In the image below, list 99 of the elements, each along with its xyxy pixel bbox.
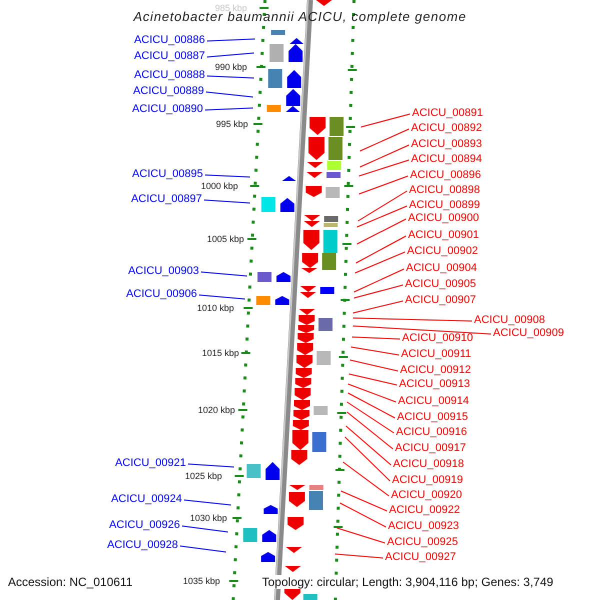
gene-label: ACICU_00886	[134, 34, 205, 46]
leader-line	[336, 528, 386, 544]
diagram-title: Acinetobacter baumannii ACICU, complete genome	[132, 10, 468, 23]
leader-line	[204, 108, 254, 110]
leader-line	[206, 92, 254, 98]
leader-line	[346, 426, 392, 466]
gene-label: ACICU_00901	[408, 229, 479, 241]
gene-label: ACICU_00900	[408, 212, 479, 224]
tick-label: 1000 kbp	[200, 181, 238, 191]
leader-line	[354, 268, 404, 292]
leader-line	[346, 402, 394, 434]
gene-label: ACICU_00898	[409, 184, 480, 196]
gene-label: ACICU_00894	[411, 153, 482, 165]
gene-label: ACICU_00913	[399, 378, 470, 390]
gene-label: ACICU_00916	[396, 426, 467, 438]
leader-line	[360, 128, 410, 152]
tick-label: 1035 kbp	[182, 576, 220, 586]
leader-line	[334, 554, 384, 558]
gene-label: ACICU_00926	[109, 519, 180, 531]
gene-label: ACICU_00893	[411, 138, 482, 150]
gene-label: ACICU_00914	[398, 395, 469, 407]
gene-label: ACICU_00923	[388, 520, 459, 532]
gene-label: ACICU_00922	[389, 504, 460, 516]
leader-line	[358, 190, 408, 222]
leader-line	[182, 526, 228, 532]
tick-label: 995 kbp	[216, 119, 248, 129]
tick-label: 1030 kbp	[190, 513, 227, 523]
gene-label: ACICU_00891	[412, 107, 483, 119]
leader-line	[206, 76, 254, 78]
leader-line	[354, 284, 404, 298]
gene-label: ACICU_00917	[395, 442, 466, 454]
leader-line	[184, 500, 232, 506]
leader-line	[340, 502, 386, 528]
tick-label: 1005 kbp	[206, 234, 244, 244]
leader-line	[204, 174, 250, 178]
gene-label: ACICU_00887	[134, 50, 205, 62]
leader-line	[350, 346, 400, 356]
gene-label: ACICU_00903	[128, 265, 199, 277]
leader-line	[352, 300, 404, 314]
gene-label: ACICU_00896	[410, 169, 481, 181]
gene-label: ACICU_00927	[385, 551, 456, 563]
gene-label: ACICU_00899	[409, 199, 480, 211]
leader-line	[348, 384, 396, 402]
gene-label: ACICU_00909	[493, 327, 564, 339]
leader-line	[356, 236, 406, 264]
gene-label: ACICU_00921	[115, 457, 186, 469]
gene-label: ACICU_00928	[107, 539, 178, 551]
leader-line	[356, 206, 408, 228]
gene-label: ACICU_00892	[411, 122, 482, 134]
gene-label: ACICU_00919	[392, 474, 463, 486]
leader-line	[198, 294, 246, 300]
leader-line	[360, 144, 410, 168]
leader-line	[346, 412, 394, 450]
gene-label: ACICU_00888	[134, 69, 205, 81]
gene-label: ACICU_00895	[132, 168, 203, 180]
gene-label: ACICU_00904	[406, 262, 477, 274]
gene-label: ACICU_00897	[131, 193, 202, 205]
leader-line	[360, 114, 410, 128]
leader-line	[180, 546, 226, 552]
gene-label: ACICU_00911	[401, 348, 472, 360]
gene-label: ACICU_00910	[402, 332, 473, 344]
leader-line	[348, 374, 398, 386]
leader-line	[200, 272, 248, 276]
tick-label: 1025 kbp	[184, 471, 222, 481]
gene-label: ACICU_00925	[387, 536, 458, 548]
gene-label: ACICU_00920	[391, 489, 462, 501]
leader-line	[350, 360, 398, 372]
leader-line	[358, 160, 410, 176]
gene-label: ACICU_00908	[474, 314, 545, 326]
leader-line	[352, 336, 400, 340]
gene-label: ACICU_00889	[133, 85, 204, 97]
gene-label: ACICU_00912	[400, 364, 471, 376]
leader-line	[348, 392, 396, 418]
leader-line	[352, 318, 472, 322]
gene-label: ACICU_00924	[111, 493, 182, 505]
leader-line	[206, 38, 256, 42]
gene-label: ACICU_00890	[132, 103, 203, 115]
gene-label: ACICU_00915	[397, 411, 468, 423]
gene-label: ACICU_00905	[405, 278, 476, 290]
tick-label: 1010 kbp	[196, 303, 234, 313]
gene-label: ACICU_00902	[407, 245, 478, 257]
leader-line	[344, 436, 390, 482]
leader-line	[356, 218, 406, 244]
leader-line	[358, 176, 408, 194]
gene-label: ACICU_00906	[126, 288, 197, 300]
leader-line	[352, 326, 492, 334]
leader-line	[340, 490, 388, 512]
gene-label: ACICU_00907	[405, 294, 476, 306]
footer-note: Accession: NC_010611	[8, 575, 133, 589]
leader-line	[342, 462, 390, 496]
leader-line	[188, 464, 234, 468]
tick-label: 1020 kbp	[198, 405, 235, 415]
footer-note: Topology: circular; Length: 3,904,116 bp; Genes: 3,749	[262, 575, 554, 589]
leader-line	[204, 200, 250, 204]
gene-label: ACICU_00918	[393, 458, 464, 470]
leader-line	[206, 52, 254, 58]
tick-label: 990 kbp	[214, 62, 247, 72]
leader-line	[354, 252, 406, 274]
tick-label: 1015 kbp	[202, 348, 239, 358]
